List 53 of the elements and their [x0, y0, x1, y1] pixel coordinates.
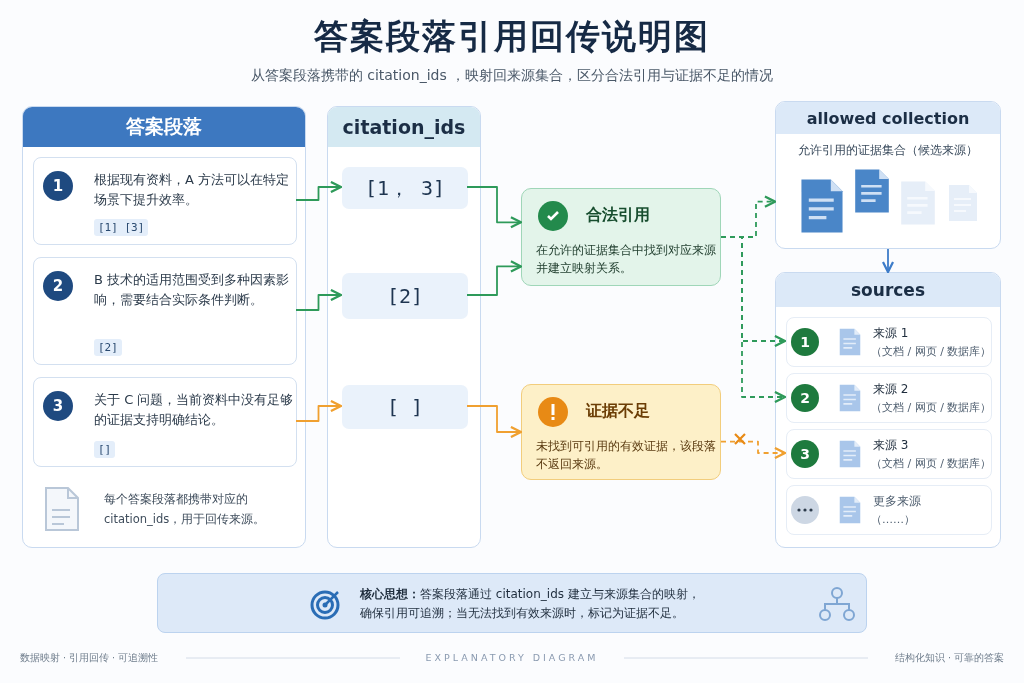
source-type: （……）: [871, 512, 915, 527]
paragraph-text: B 技术的适用范围受到多种因素影响，需要结合实际条件判断。: [94, 271, 291, 309]
number-badge: 3: [43, 391, 73, 421]
source-name: 更多来源: [873, 493, 921, 510]
insufficient-evidence-box: [521, 384, 721, 480]
diagram-title: 答案段落引用回传说明图: [313, 15, 711, 58]
source-name: 来源 3: [873, 437, 909, 454]
footer-text: 数据映射 · 引用回传 · 可追溯性: [20, 652, 159, 665]
source-name: 来源 2: [873, 381, 909, 398]
number-badge: 2: [43, 271, 73, 301]
paragraph-card: [33, 257, 297, 365]
number-badge: 2: [791, 384, 819, 412]
column-panel: [22, 106, 306, 548]
citation-tag: []: [94, 441, 116, 458]
sources-panel: [775, 272, 1001, 548]
paragraph-card: [33, 157, 297, 245]
note-text: 每个答案段落都携带对应的 citation_ids，用于回传来源。: [104, 491, 267, 528]
source-name: 来源 1: [873, 325, 909, 342]
citation-tag: [2]: [94, 339, 122, 356]
footer-text: EXPLANATORY DIAGRAM: [424, 652, 600, 663]
source-item: [786, 373, 992, 423]
source-item: [786, 485, 992, 535]
number-badge: 3: [791, 440, 819, 468]
citation-tag: [1] [3]: [94, 219, 149, 236]
source-type: （文档 / 网页 / 数据库）: [871, 400, 992, 415]
subtitle: 从答案段落携带的 citation_ids ，映射回来源集合，区分合法引用与证据不足的情况: [249, 67, 775, 85]
source-item: [786, 317, 992, 367]
column-panel: [327, 106, 481, 548]
collection-description: 允许引用的证据集合（候选来源）: [797, 142, 979, 159]
paragraph-text: 根据现有资料，A 方法可以在特定场景下提升效率。: [94, 171, 291, 209]
citation-chip: [2]: [342, 273, 468, 319]
status-description: 在允许的证据集合中找到对应来源并建立映射关系。: [536, 242, 716, 277]
status-title: 合法引用: [586, 205, 650, 226]
column-header: citation_ids: [328, 107, 480, 147]
valid-citation-box: [521, 188, 721, 286]
column-header: 答案段落: [23, 107, 305, 147]
source-type: （文档 / 网页 / 数据库）: [871, 456, 992, 471]
status-description: 未找到可引用的有效证据，该段落不返回来源。: [536, 438, 716, 473]
paragraph-card: [33, 377, 297, 467]
paragraph-text: 关于 C 问题，当前资料中没有足够的证据支持明确结论。: [94, 391, 294, 429]
footer-text: 结构化知识 · 可靠的答案: [894, 652, 1004, 665]
collection-header: allowed collection: [776, 102, 1000, 134]
source-type: （文档 / 网页 / 数据库）: [871, 344, 992, 359]
summary-box: [157, 573, 867, 633]
sources-header: sources: [776, 273, 1000, 307]
number-badge: 1: [791, 328, 819, 356]
citation-chip: [ ]: [342, 385, 468, 429]
collection-panel: [775, 101, 1001, 249]
citation-chip: [1， 3]: [342, 167, 468, 209]
status-title: 证据不足: [586, 401, 650, 422]
source-item: [786, 429, 992, 479]
number-badge: 1: [43, 171, 73, 201]
summary-text: 核心思想：答案段落通过 citation_ids 建立与来源集合的映射，确保引用可追溯；当无法找到有效来源时，标记为证据不足。: [360, 586, 701, 622]
